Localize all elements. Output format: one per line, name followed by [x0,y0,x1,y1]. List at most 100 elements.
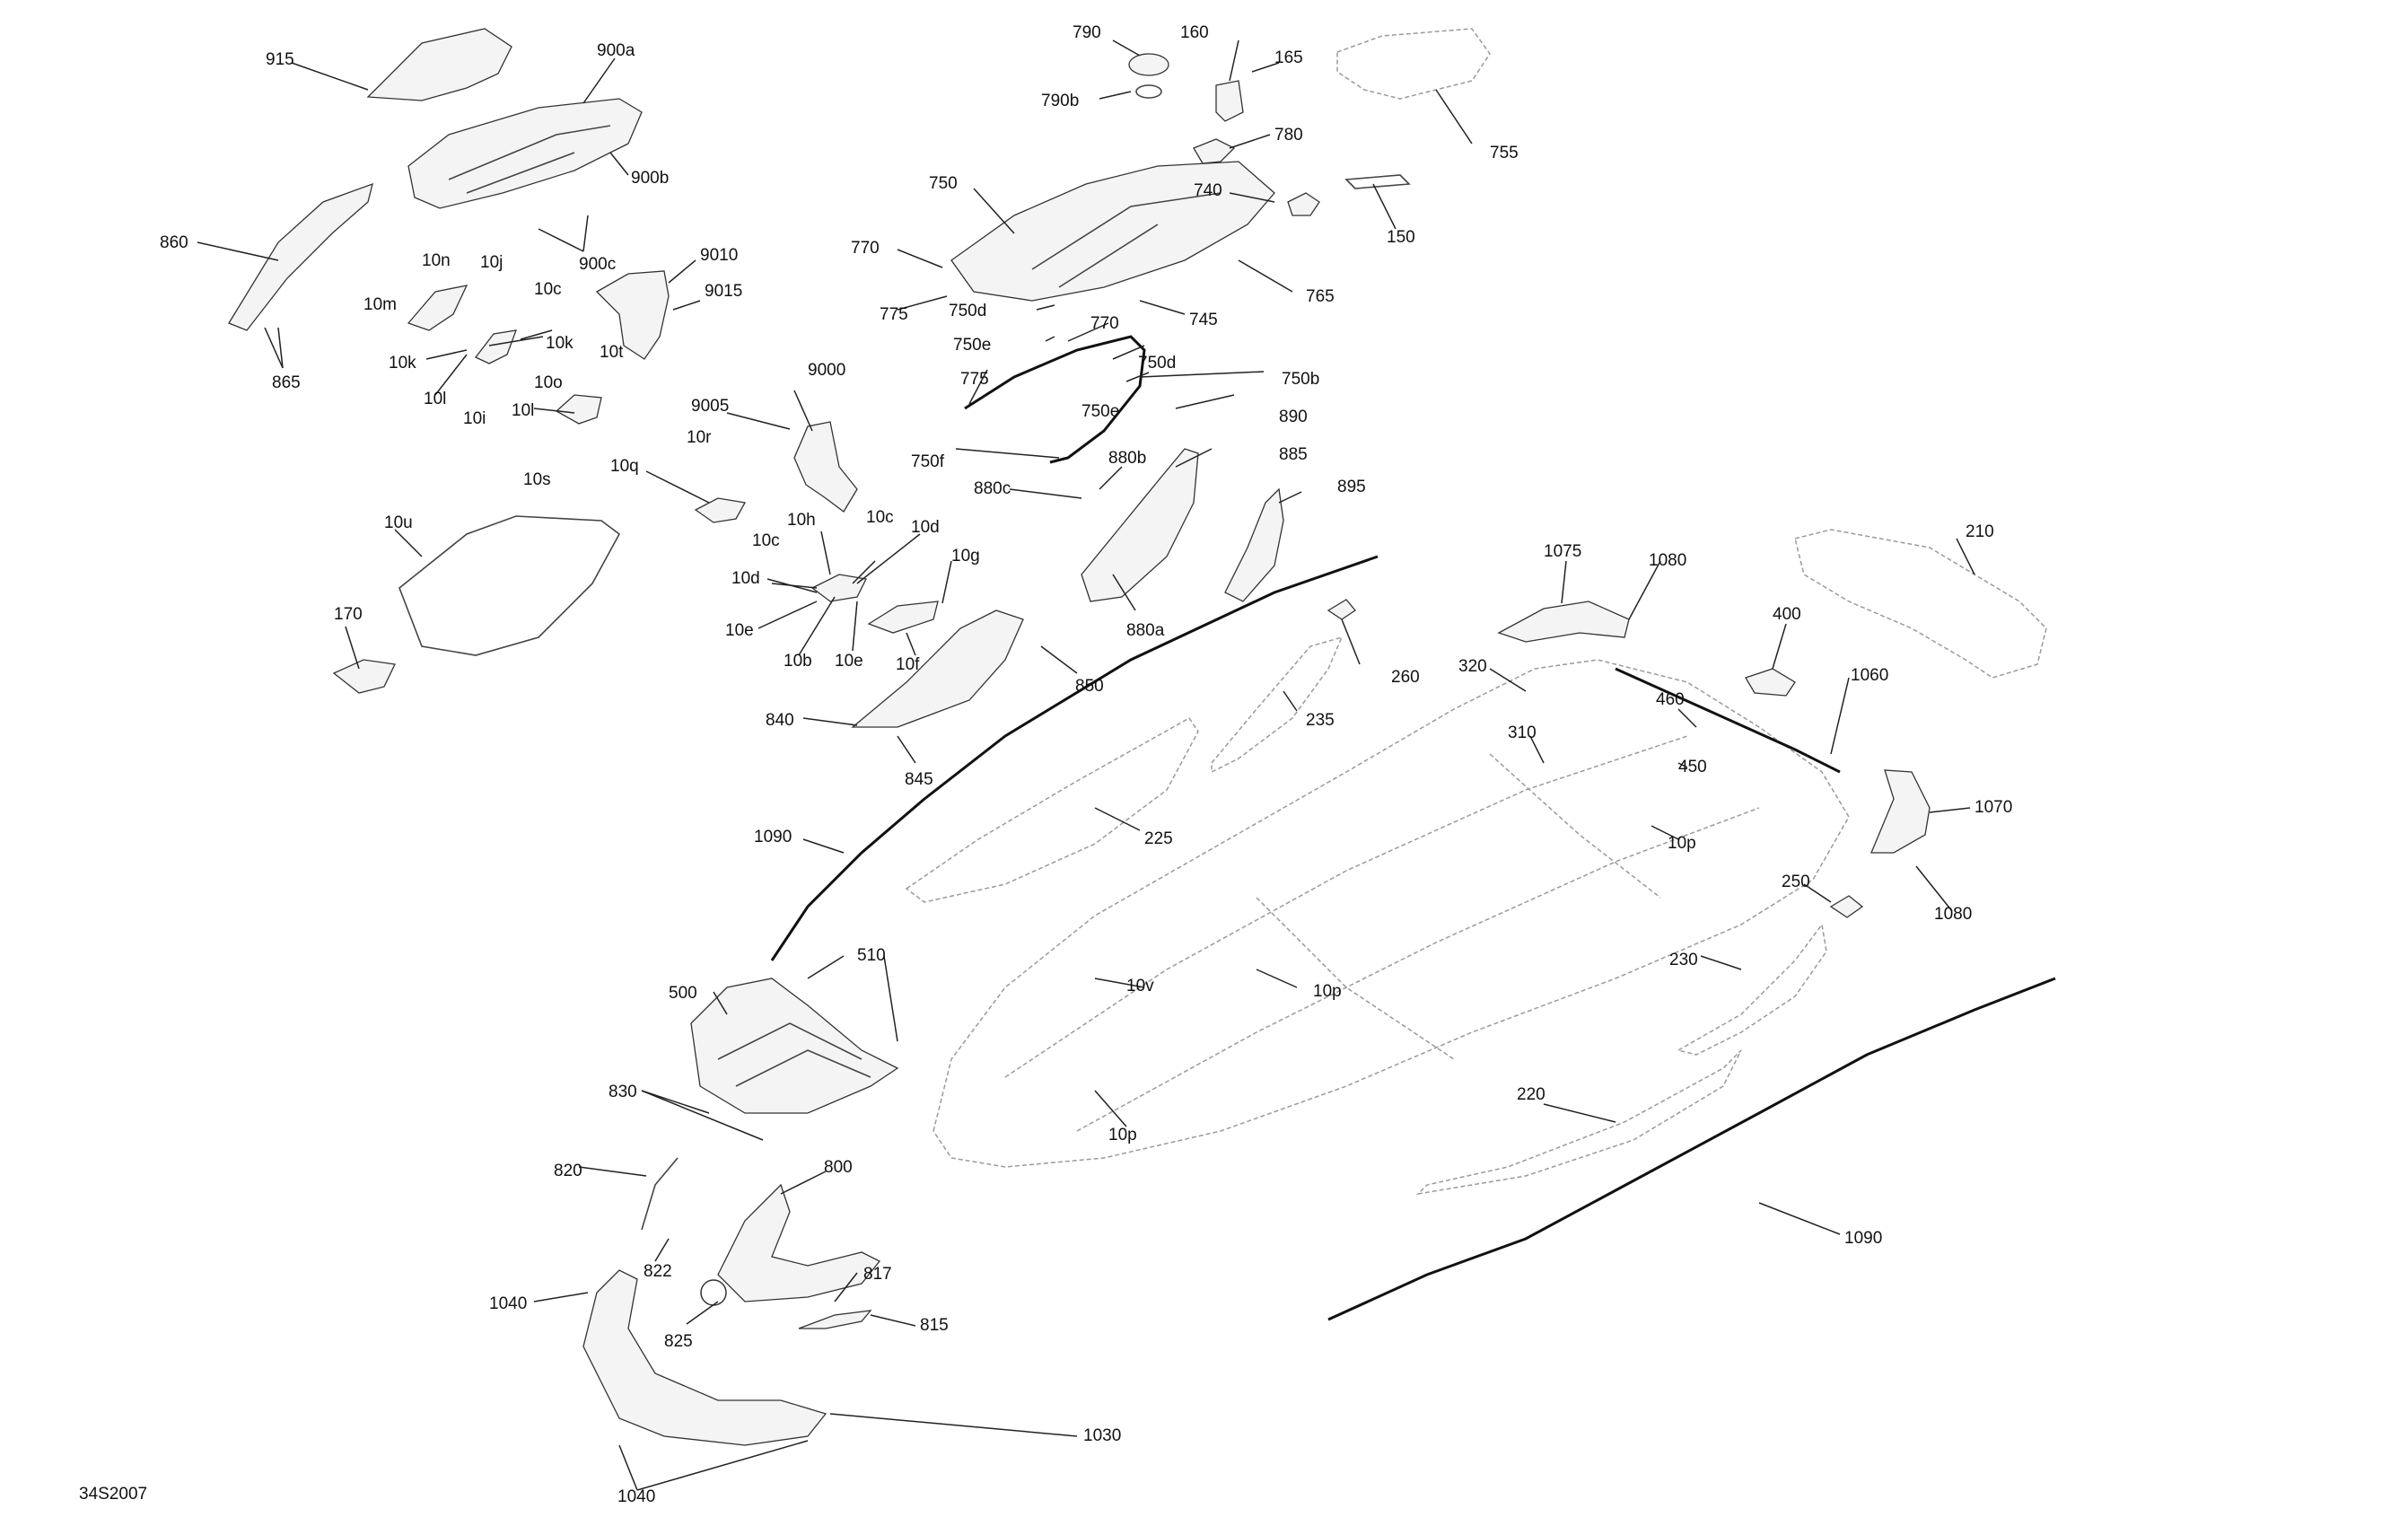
label-817: 817 [863,1265,892,1284]
part-10u-gasket[interactable] [398,515,621,656]
label-750: 750 [929,174,958,193]
part-900a-storage-bin[interactable] [407,98,643,209]
part-1070-rear-cover[interactable] [1870,769,1931,854]
part-1075-rear-cover[interactable] [1497,601,1630,643]
label-9015: 9015 [705,282,742,301]
part-10g-latch[interactable] [867,601,939,634]
part-10i-latch[interactable] [474,329,517,364]
part-755-mat[interactable] [1336,28,1491,100]
label-10s: 10s [523,470,551,489]
part-220-decal[interactable] [1415,1049,1742,1196]
part-10q-latch[interactable] [694,497,747,523]
label-10p-b: 10p [1313,982,1342,1001]
label-10e-b: 10e [835,652,863,671]
label-150: 150 [1387,228,1415,247]
part-235-decal[interactable] [1211,636,1344,774]
part-250-clip[interactable] [1829,895,1864,918]
part-210-mat[interactable] [1794,529,2047,679]
part-815-strip[interactable] [798,1310,872,1329]
label-780: 780 [1274,126,1303,145]
label-320: 320 [1458,657,1487,676]
part-840-side-cover[interactable] [851,610,1024,728]
part-400-bracket[interactable] [1745,668,1796,697]
diagram-id: 34S2007 [79,1485,147,1504]
label-310: 310 [1508,724,1537,742]
label-750e-a: 750e [953,336,991,355]
label-790: 790 [1073,23,1101,42]
label-230: 230 [1669,951,1698,969]
label-450: 450 [1678,758,1707,776]
label-10t: 10t [600,343,624,362]
label-10m: 10m [363,295,397,314]
label-165: 165 [1274,48,1303,67]
label-825: 825 [664,1332,693,1351]
label-250: 250 [1782,873,1810,891]
label-10l-a: 10l [424,390,446,408]
part-170-plate[interactable] [332,659,396,694]
label-1090-a: 1090 [754,828,792,846]
label-10o: 10o [534,373,563,392]
part-750-deck-panel[interactable] [950,161,1275,302]
label-1070: 1070 [1975,798,2012,817]
label-815: 815 [920,1316,949,1335]
label-845: 845 [905,770,933,789]
label-170: 170 [334,605,363,624]
label-750f: 750f [911,452,945,471]
part-150-strip[interactable] [1344,174,1411,189]
part-1040-lower-cover[interactable] [582,1269,827,1446]
part-260-clip[interactable] [1327,599,1356,620]
label-1080-b: 1080 [1934,905,1972,924]
part-9000-bracket[interactable] [793,421,858,513]
part-780-handle[interactable] [1193,138,1236,164]
part-800-front-bumper[interactable] [717,1183,881,1302]
part-1090-rub-rail-right[interactable] [1327,977,2056,1321]
label-750d-b: 750d [1138,354,1176,373]
label-840: 840 [766,711,794,730]
label-1040-b: 1040 [617,1487,655,1506]
part-860-side-cover[interactable] [228,182,373,331]
part-820-strip[interactable] [641,1157,679,1231]
part-10m-clip[interactable] [407,285,468,331]
part-500-front-hood[interactable] [690,978,899,1114]
label-880b: 880b [1108,449,1146,468]
label-10c-a: 10c [534,280,562,299]
part-880a-side-cover[interactable] [1081,448,1199,602]
label-1040-a: 1040 [489,1294,527,1313]
label-880a: 880a [1126,621,1165,640]
label-510: 510 [857,946,886,965]
label-1075: 1075 [1544,542,1581,561]
part-hull-outline [933,659,1850,1168]
label-10p-c: 10p [1108,1126,1137,1144]
part-225-decal[interactable] [905,717,1199,903]
part-750b-seal[interactable] [964,335,1146,464]
label-765: 765 [1306,287,1335,306]
part-10-latch-assembly[interactable] [810,574,867,602]
part-10s-latch[interactable] [555,394,602,425]
part-915-seat-cover[interactable] [366,28,512,101]
part-9010-bracket[interactable] [595,270,670,360]
leader-lines [197,39,1975,1491]
label-10k-b: 10k [389,354,416,373]
label-10v: 10v [1126,977,1154,995]
label-900a: 900a [597,41,635,60]
part-790b-gasket[interactable] [1135,84,1162,99]
part-790-cap[interactable] [1128,53,1169,76]
label-750e-b: 750e [1081,402,1119,421]
part-160-strap[interactable] [1215,80,1244,122]
label-885: 885 [1279,445,1308,464]
label-9005: 9005 [691,397,729,416]
part-895-side-cover[interactable] [1224,487,1284,602]
label-400: 400 [1773,605,1801,624]
label-750b: 750b [1282,370,1319,389]
part-1060-strip[interactable] [1615,667,1841,774]
part-740-handle[interactable] [1287,192,1320,216]
part-230-decal[interactable] [1677,923,1827,1056]
label-10k-a: 10k [546,334,574,353]
label-1080-a: 1080 [1649,551,1686,570]
label-775-a: 775 [880,305,908,324]
label-160: 160 [1180,23,1209,42]
part-1090-rub-rail-left[interactable] [770,555,1379,961]
label-10i: 10i [463,409,486,428]
label-9010: 9010 [700,246,738,265]
